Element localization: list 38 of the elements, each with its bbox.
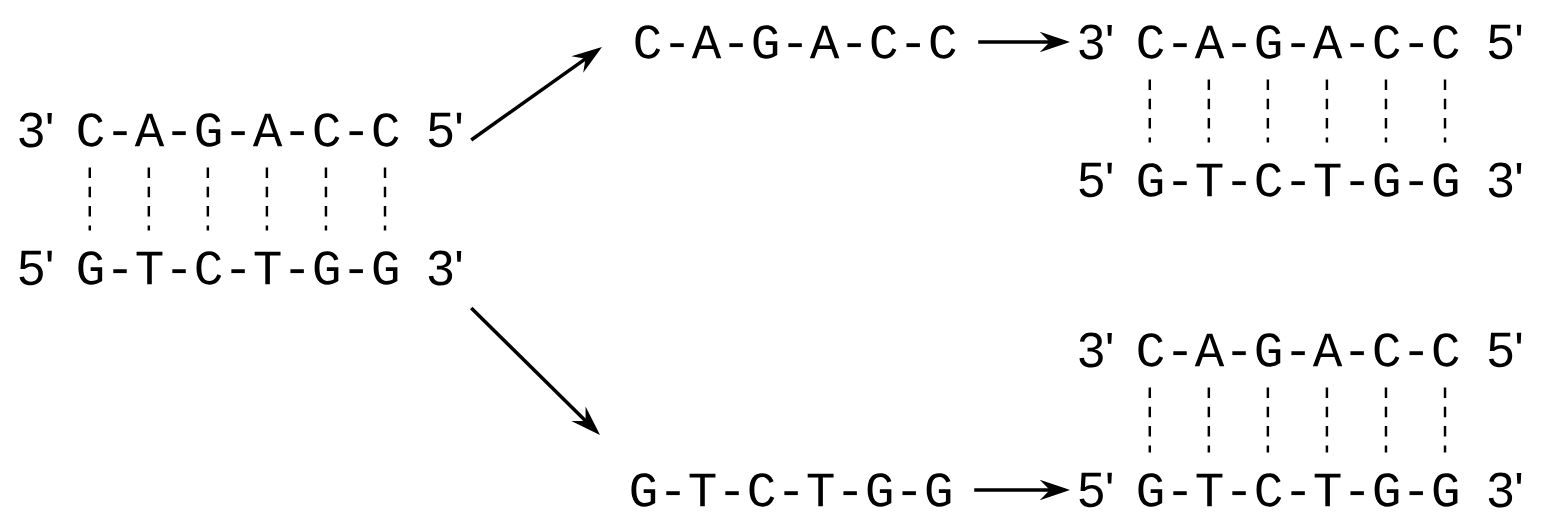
- strand-sequence: G-T-C-T-G-G: [631, 473, 951, 507]
- base-pair-line: [1266, 79, 1270, 143]
- base-pair-line: [1384, 79, 1388, 143]
- strand-sequence: C-A-G-A-C-C: [1138, 333, 1459, 367]
- base-pair-line: [1148, 79, 1151, 143]
- base-pair-line: [147, 167, 151, 231]
- strand-sequence: G-T-C-T-G-G: [78, 251, 398, 285]
- base-pair-line: [383, 167, 387, 231]
- base-pair-line: [1207, 387, 1211, 453]
- base-pair-line: [1325, 387, 1329, 453]
- base-pair-line: [1443, 79, 1447, 143]
- strand-end-label: 5': [1079, 472, 1112, 508]
- base-pair-line: [206, 167, 210, 231]
- strand-sequence: C-A-G-A-C-C: [78, 113, 399, 147]
- strand-sequence: G-T-C-T-G-G: [1138, 163, 1458, 197]
- base-pair-line: [1207, 79, 1211, 143]
- base-pair-line: [1443, 387, 1447, 453]
- strand-end-label: 3': [1079, 24, 1112, 60]
- base-pair-line: [265, 167, 269, 231]
- strand-end-label: 3': [19, 112, 52, 148]
- strand-sequence: G-T-C-T-G-G: [1138, 473, 1458, 507]
- strand-end-label: 3': [428, 250, 462, 286]
- strand-end-label: 5': [1488, 332, 1522, 368]
- strand-end-label: 5': [19, 250, 52, 286]
- base-pair-line: [1148, 387, 1151, 453]
- base-pair-line: [324, 167, 328, 231]
- base-pair-line: [1325, 79, 1329, 143]
- strand-end-label: 3': [1079, 332, 1112, 368]
- strand-end-label: 3': [1488, 472, 1522, 508]
- base-pair-line: [1384, 387, 1388, 453]
- strand-sequence: C-A-G-A-C-C: [1138, 25, 1459, 59]
- strand-end-label: 5': [1079, 162, 1112, 198]
- base-pair-line: [88, 167, 91, 231]
- base-pair-line: [1266, 387, 1270, 453]
- strand-end-label: 3': [1488, 162, 1522, 198]
- strand-end-label: 5': [1488, 24, 1522, 60]
- strand-end-label: 5': [428, 112, 462, 148]
- strand-sequence: C-A-G-A-C-C: [635, 25, 956, 59]
